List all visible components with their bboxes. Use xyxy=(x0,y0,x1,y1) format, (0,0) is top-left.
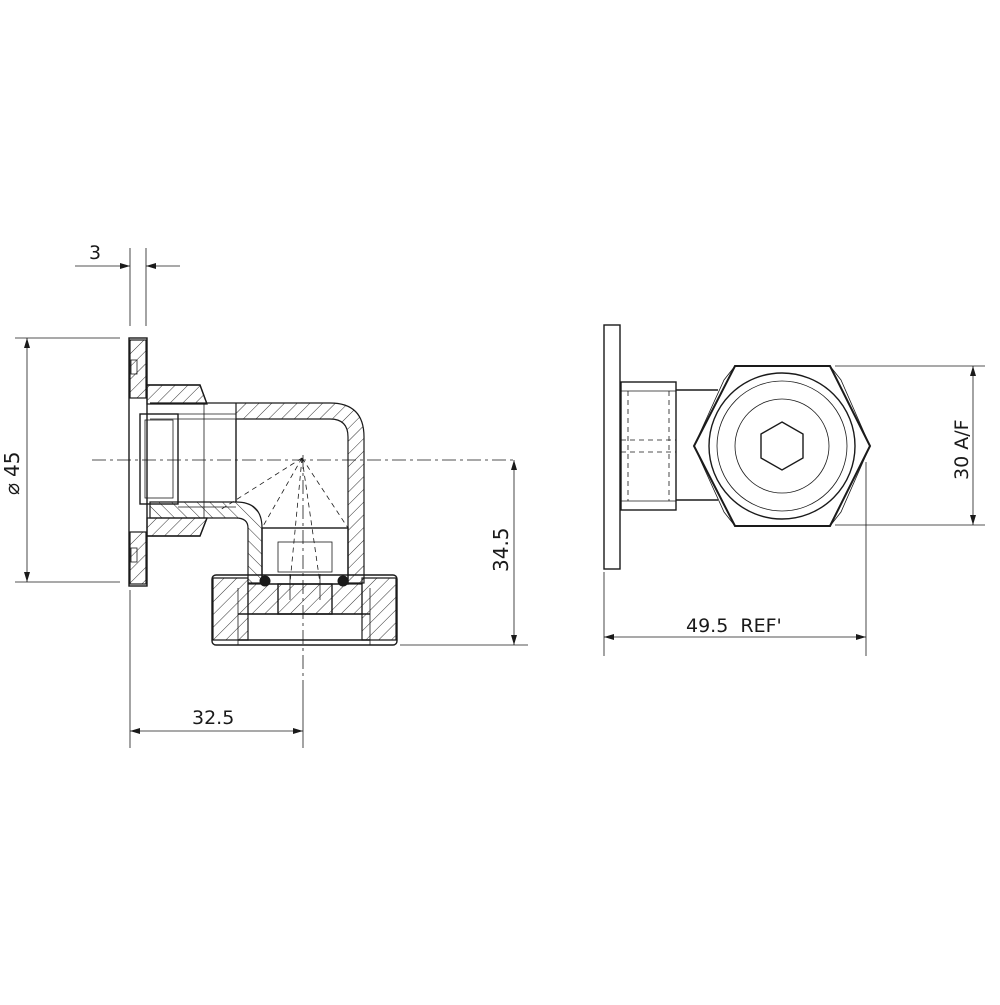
threaded-boss xyxy=(146,384,208,537)
elbow-body xyxy=(139,402,365,584)
section-view: 3 ⌀ 45 34.5 32.5 xyxy=(0,242,528,748)
dimension-across-flats: 30 A/F xyxy=(835,365,985,526)
union-nut xyxy=(211,574,398,646)
dimension-label-34-5: 34.5 xyxy=(489,527,513,572)
dimension-offset: 32.5 xyxy=(129,590,304,748)
dimension-label-45: 45 xyxy=(0,452,24,477)
wall-flange xyxy=(128,337,148,587)
end-view: 30 A/F 49.5 REF' xyxy=(603,324,985,656)
hex-nut xyxy=(692,365,872,527)
o-ring-left xyxy=(259,575,271,587)
outlet-spigot xyxy=(247,527,363,615)
o-ring-right xyxy=(337,575,349,587)
dimension-flange-diameter: ⌀ 45 xyxy=(0,337,120,583)
dimension-label-30-af: 30 A/F xyxy=(951,419,973,480)
threaded-stem xyxy=(620,381,718,511)
dimension-label-3: 3 xyxy=(89,242,101,264)
dimension-drop: 34.5 xyxy=(400,460,528,646)
dimension-label-32-5: 32.5 xyxy=(192,707,234,729)
hex-socket-icon xyxy=(760,421,804,471)
dimension-overall-length: 49.5 REF' xyxy=(603,462,867,656)
flange-edge xyxy=(603,324,621,570)
internal-cone xyxy=(219,457,349,584)
dimension-label-49-5-ref: 49.5 REF' xyxy=(686,615,782,637)
diameter-symbol: ⌀ xyxy=(0,483,24,495)
dimension-flange-thickness: 3 xyxy=(75,242,180,326)
